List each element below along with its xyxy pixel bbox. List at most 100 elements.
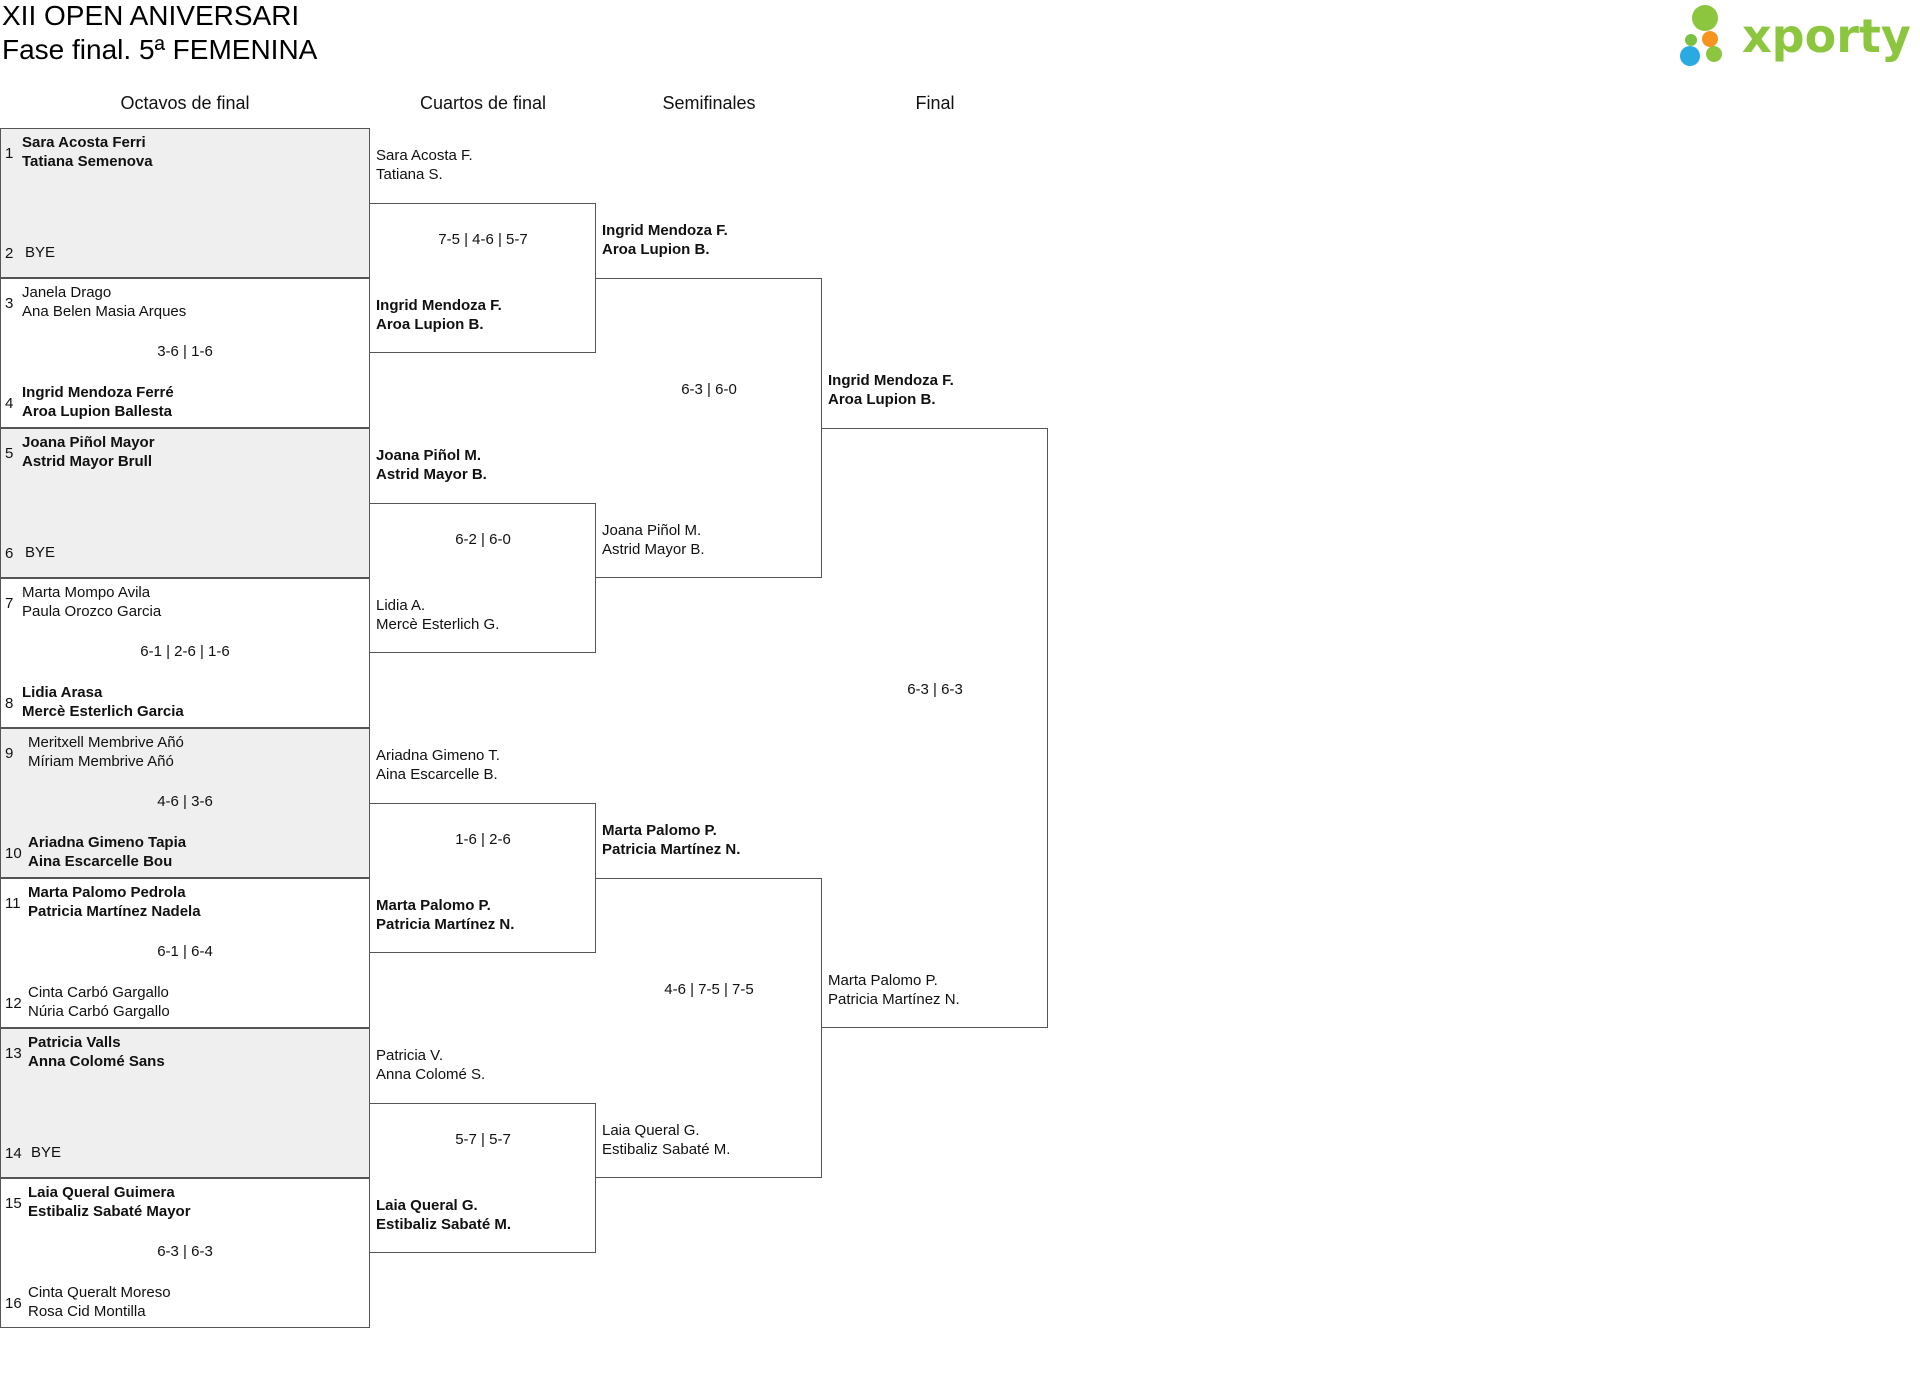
player-2: Patricia Martínez N. [602,841,741,858]
player-1: Ingrid Mendoza Ferré [22,384,174,401]
match-score: 1-6 | 2-6 [455,831,511,848]
player-1: Joana Piñol Mayor [22,434,155,451]
player-1: Marta Palomo P. [376,897,491,914]
team-entry: Marta Palomo P. Patricia Martínez N. [828,971,960,1009]
player-2: Mercè Esterlich Garcia [22,703,184,720]
player-2: Aroa Lupion B. [602,241,710,258]
player-1: Joana Piñol M. [602,522,702,539]
match-box-r16 [0,1028,370,1178]
player-2: Mercè Esterlich G. [376,616,500,633]
match-score: 6-1 | 2-6 | 1-6 [140,643,230,660]
seed-number: 14 [5,1145,22,1162]
seed-number: 16 [5,1295,22,1312]
player-2: Astrid Mayor B. [602,541,705,558]
player-2: Paula Orozco Garcia [22,603,162,620]
player-1: Ariadna Gimeno T. [376,747,500,764]
player-2: Patricia Martínez N. [828,991,960,1008]
logo-text: xporty [1742,9,1911,63]
player-2: Astrid Mayor B. [376,466,487,483]
match-box-r16 [0,878,370,1028]
team-entry: BYE [31,1144,62,1161]
team-entry: Joana Piñol M. Astrid Mayor B. [602,521,705,559]
player-2: Aina Escarcelle B. [376,766,498,783]
player-2: Aroa Lupion Ballesta [22,403,173,420]
team-entry: Sara Acosta F. Tatiana S. [376,146,473,184]
match-box-r16 [0,578,370,728]
match-score: 6-3 | 6-0 [681,381,737,398]
seed-number: 8 [5,695,14,712]
player-1: Laia Queral G. [602,1122,700,1139]
player-1: Sara Acosta Ferri [22,134,146,151]
phase-title: Fase final. 5ª FEMENINA [2,34,318,65]
player-1: Patricia V. [376,1047,443,1064]
match-box-final [822,428,1048,1028]
match-box-qf [370,1103,596,1253]
player-1: Ingrid Mendoza F. [376,297,502,314]
team-entry: Ingrid Mendoza F.Aroa Lupion B. [602,221,728,259]
match-score: 7-5 | 4-6 | 5-7 [438,231,528,248]
player-2: Anna Colomé S. [376,1066,486,1083]
seed-number: 4 [5,395,14,412]
player-1: Meritxell Membrive Añó [28,734,184,751]
match-score: 4-6 | 3-6 [157,793,213,810]
team-entry: Ingrid Mendoza F.Aroa Lupion B. [828,371,954,409]
match-score: 4-6 | 7-5 | 7-5 [664,981,754,998]
round-header-sf: Semifinales [662,93,756,113]
round-header-final: Final [915,93,955,113]
match-box-r16 [0,278,370,428]
player-2: Tatiana S. [376,166,443,183]
player-2: Patricia Martínez N. [376,916,515,933]
player-1: Laia Queral G. [376,1197,478,1214]
seed-number: 11 [5,895,21,912]
seed-number: 15 [5,1195,22,1212]
team-entry: Patricia V. Anna Colomé S. [376,1046,485,1084]
player-1: Sara Acosta F. [376,147,473,164]
player-1: Ariadna Gimeno Tapia [28,834,187,851]
team-entry: Lidia A. Mercè Esterlich G. [376,596,499,634]
player-1: Lidia Arasa [22,684,103,701]
seed-number: 12 [5,995,22,1012]
team-entry: BYE [25,544,56,561]
player-1: Laia Queral Guimera [28,1184,175,1201]
team-entry: Marta Palomo P. Patricia Martínez N. [602,821,740,859]
team-entry: Laia Queral G.Estibaliz Sabaté M. [376,1196,511,1234]
player-1: Marta Palomo P. [828,972,938,989]
player-2: Anna Colomé Sans [28,1053,165,1070]
player-2: Estibaliz Sabaté M. [602,1141,731,1158]
match-box-qf [370,203,596,353]
team-entry: Joana Piñol M.Astrid Mayor B. [376,446,487,484]
player-1: Marta Palomo P. [602,822,717,839]
seed-number: 2 [5,245,14,262]
player-1: Janela Drago [22,284,112,301]
player-1: Patricia Valls [28,1034,121,1051]
match-box-r16 [0,728,370,878]
match-score: 6-1 | 6-4 [157,943,213,960]
match-score: 5-7 | 5-7 [455,1131,511,1148]
match-box-sf [596,878,822,1178]
player-1: Cinta Carbó Gargallo [28,984,169,1001]
seed-number: 13 [5,1045,22,1062]
player-1: Lidia A. [376,597,426,614]
team-entry: Laia Queral G. Estibaliz Sabaté M. [602,1121,730,1159]
seed-number: 1 [5,145,14,162]
player-2: Patricia Martínez Nadela [28,903,201,920]
match-score: 6-3 | 6-3 [157,1243,213,1260]
match-box-qf [370,503,596,653]
player-2: Núria Carbó Gargallo [28,1003,170,1020]
match-box-sf [596,278,822,578]
seed-number: 7 [5,595,14,612]
team-entry: Ingrid Mendoza F.Aroa Lupion B. [376,296,502,334]
match-score: 6-3 | 6-3 [907,681,963,698]
